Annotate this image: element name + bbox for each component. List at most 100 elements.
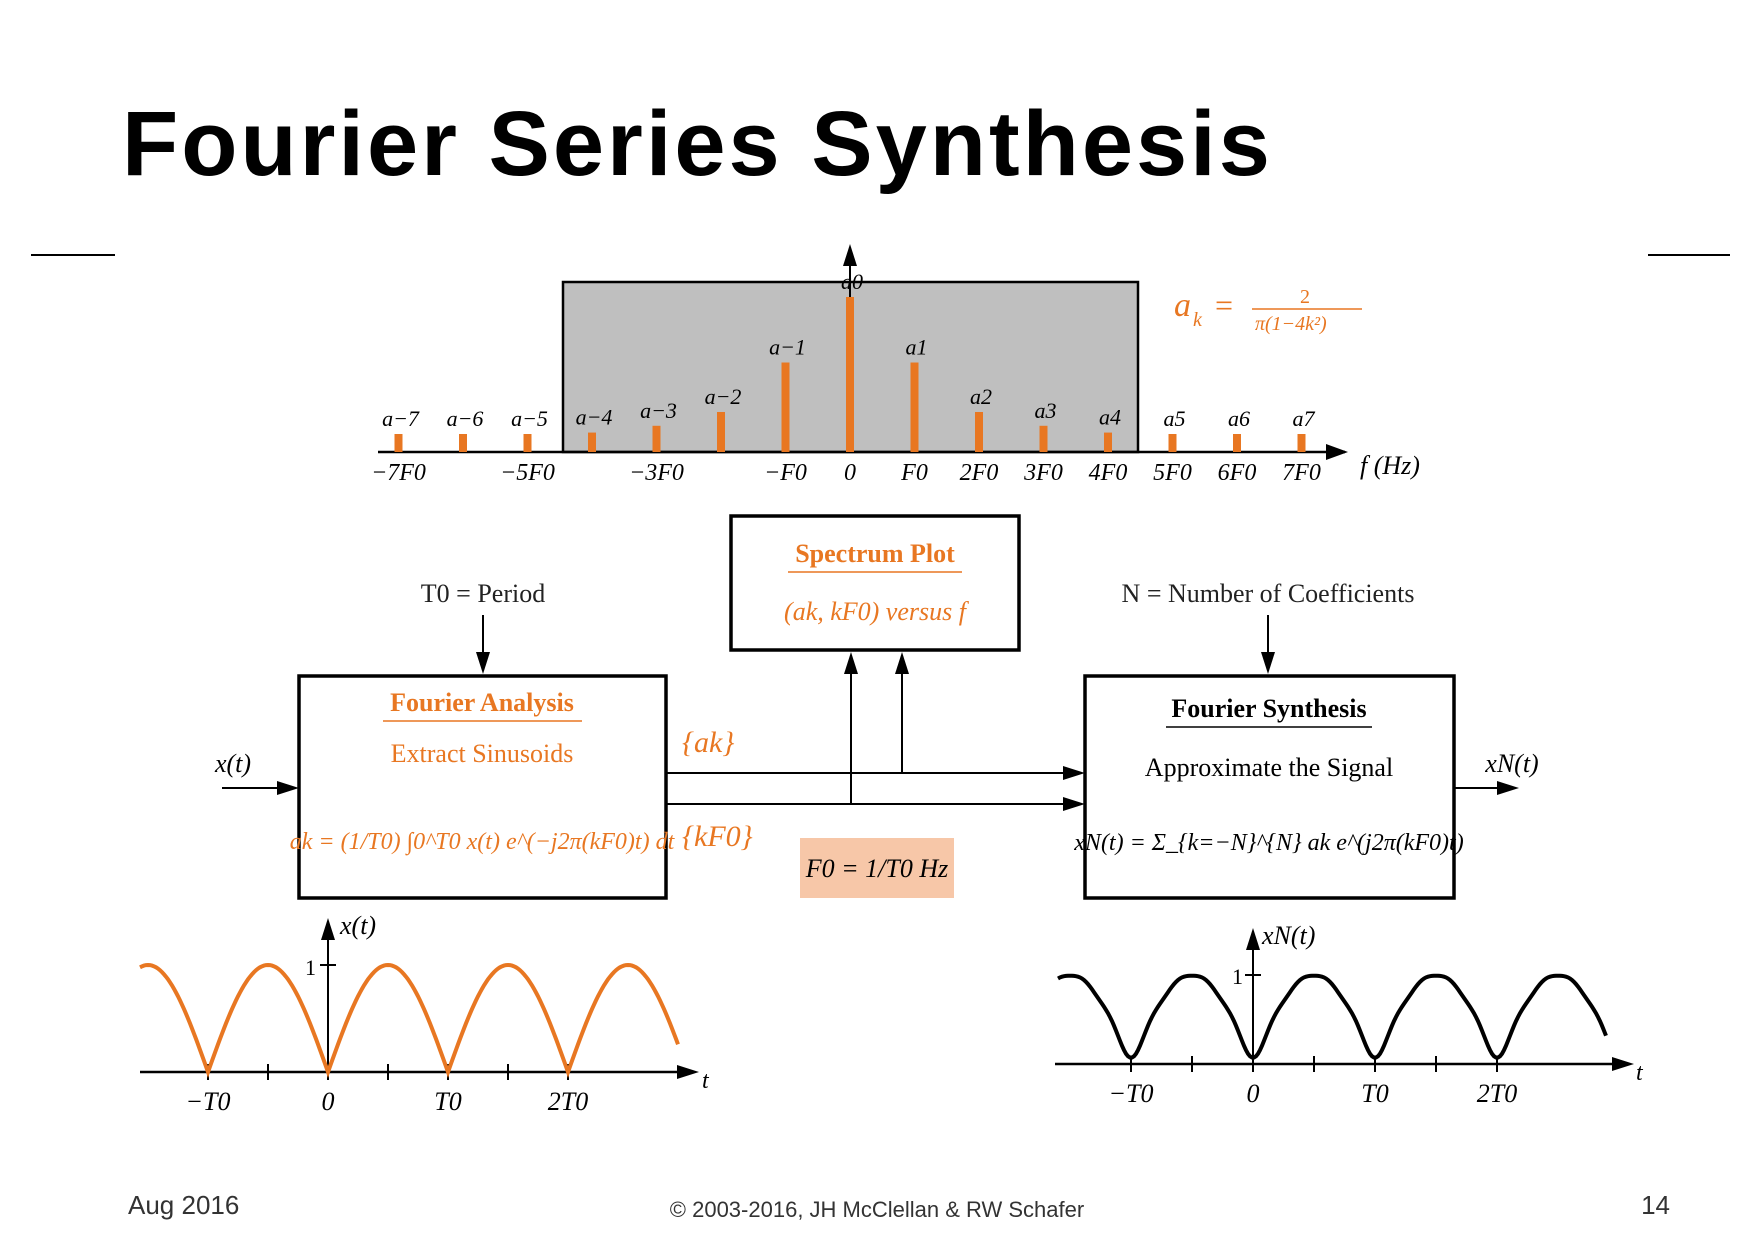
coefficient-label-4: a−3 — [640, 398, 677, 423]
left-ticks-label-1: 0 — [322, 1087, 335, 1116]
formula-sub: k — [1193, 309, 1203, 331]
spectrum-tick-label-4: 0 — [844, 460, 856, 486]
left-xlabel: t — [702, 1068, 710, 1094]
slide-title: Fourier Series Synthesis — [122, 93, 1273, 195]
left-ticks-label-3: 2T0 — [548, 1087, 588, 1116]
spectrum-tick-label-5: F0 — [900, 460, 928, 486]
synthesis-formula: xN(t) = Σ_{k=−N}^{N} ak e^(j2π(kF0)t) — [1073, 830, 1463, 856]
coefficient-label-10: a3 — [1035, 398, 1057, 423]
spectrum-stem-8 — [910, 362, 919, 452]
spectrum-stem-6 — [781, 362, 790, 452]
spectrum-tick-label-7: 3F0 — [1023, 460, 1063, 486]
fourier-analysis-box — [297, 674, 668, 900]
period-arrow-head — [476, 652, 490, 674]
spectrum-stem-5 — [717, 411, 725, 452]
spectrum-stem-0 — [394, 434, 403, 452]
amplitude-axis-arrow — [843, 244, 857, 266]
spectrum-plot-title: Spectrum Plot — [795, 539, 955, 568]
frequency-axis-label: f (Hz) — [1360, 451, 1420, 480]
output-signal-label: xN(t) — [1484, 749, 1538, 778]
right-ticks-label-1: 0 — [1247, 1079, 1260, 1108]
left-x-axis-arrow — [321, 918, 335, 940]
coefficients-arrow-head — [1261, 652, 1275, 674]
right-ticks-label-3: 2T0 — [1477, 1079, 1517, 1108]
fourier-synthesis-subtitle: Approximate the Signal — [1145, 753, 1393, 782]
right-t-axis-arrow — [1612, 1057, 1634, 1071]
spectrum-plot-box — [729, 514, 1021, 652]
fourier-analysis-title: Fourier Analysis — [390, 688, 574, 717]
input-signal-label: x(t) — [214, 749, 251, 778]
coefficient-label-5: a−2 — [705, 384, 742, 409]
spectrum-stem-9 — [975, 411, 983, 452]
kf0-connector-head — [1063, 797, 1085, 811]
coefficient-label-2: a−5 — [511, 406, 548, 431]
page-number: 14 — [1641, 1190, 1670, 1220]
right-ticks-label-2: T0 — [1361, 1079, 1388, 1108]
right-ylabel: xN(t) — [1261, 921, 1315, 950]
left-level-label: 1 — [305, 955, 316, 980]
f0-note: F0 = 1/T0 Hz — [805, 854, 949, 883]
spectrum-tick-label-8: 4F0 — [1089, 460, 1128, 486]
spectrum-stem-3 — [588, 432, 596, 452]
spectrum-stem-14 — [1297, 434, 1306, 452]
spectrum-tick-label-2: −3F0 — [629, 460, 684, 486]
spectrum-tick-label-9: 5F0 — [1153, 460, 1192, 486]
kf0-set-label: {kF0} — [682, 820, 753, 853]
spectrum-plot-caption: (ak, kF0) versus f — [784, 597, 970, 626]
coefficient-label-13: a6 — [1228, 406, 1250, 431]
left-ticks-label-0: −T0 — [185, 1087, 230, 1116]
spectrum-tick-label-11: 7F0 — [1282, 460, 1321, 486]
left-waveform-curve — [139, 962, 680, 1078]
coefficient-label-14: a7 — [1293, 406, 1316, 431]
fourier-synthesis-title: Fourier Synthesis — [1171, 694, 1366, 723]
right-waveform-curve — [1057, 973, 1608, 1060]
input-arrow-head — [277, 781, 299, 795]
spectrum-stem-11 — [1104, 432, 1112, 452]
spectrum-stem-1 — [459, 434, 467, 452]
coefficient-label-0: a−7 — [382, 406, 420, 431]
left-t-axis-arrow — [677, 1065, 699, 1079]
analysis-formula: ak = (1/T0) ∫0^T0 x(t) e^(−j2π(kF0)t) dt — [290, 829, 676, 856]
num-coefficients-label: N = Number of Coefficients — [1122, 579, 1415, 608]
spectrum-tick-label-1: −5F0 — [500, 460, 555, 486]
coefficient-label-8: a1 — [906, 335, 928, 360]
formula-numerator: 2 — [1300, 286, 1310, 308]
left-ylabel: x(t) — [339, 911, 376, 940]
output-arrow-head — [1497, 781, 1519, 795]
coefficient-label-9: a2 — [970, 384, 992, 409]
coefficient-label-3: a−4 — [576, 405, 613, 430]
coefficient-label-11: a4 — [1099, 405, 1121, 430]
period-label: T0 = Period — [421, 579, 545, 608]
right-level-label: 1 — [1232, 964, 1243, 989]
spectrum-tick-label-10: 6F0 — [1218, 460, 1257, 486]
ak-riser-head — [895, 652, 909, 674]
spectrum-stem-12 — [1168, 434, 1177, 452]
formula-equals: = — [1215, 287, 1233, 323]
right-x-axis-arrow — [1246, 928, 1260, 950]
spectrum-stem-13 — [1233, 434, 1241, 452]
spectrum-stem-7 — [846, 297, 854, 452]
spectrum-stem-2 — [523, 434, 532, 452]
coefficient-label-12: a5 — [1164, 406, 1186, 431]
formula-lhs: a — [1174, 287, 1191, 324]
spectrum-tick-label-6: 2F0 — [960, 460, 999, 486]
right-waveform-plot: −T0 0 T0 2T0 xN(t) 1 t — [1055, 921, 1644, 1108]
spectrum-stem-10 — [1039, 425, 1048, 452]
spectrum-stem-4 — [652, 425, 661, 452]
left-ticks-label-2: T0 — [434, 1087, 461, 1116]
ak-connector-head — [1063, 766, 1085, 780]
coefficient-label-6: a−1 — [769, 335, 806, 360]
coefficient-label-7: a0 — [841, 269, 863, 294]
formula-denominator: π(1−4k²) — [1255, 313, 1327, 335]
f0-note-box — [800, 838, 954, 898]
left-waveform-plot: −T0 0 T0 2T0 x(t) 1 t — [139, 911, 710, 1116]
footer-date: Aug 2016 — [128, 1190, 240, 1220]
right-xlabel: t — [1636, 1060, 1644, 1086]
spectrum-tick-label-0: −7F0 — [371, 460, 426, 486]
frequency-axis-arrow — [1326, 444, 1348, 460]
right-ticks-label-0: −T0 — [1108, 1079, 1153, 1108]
kf0-riser-head — [844, 652, 858, 674]
